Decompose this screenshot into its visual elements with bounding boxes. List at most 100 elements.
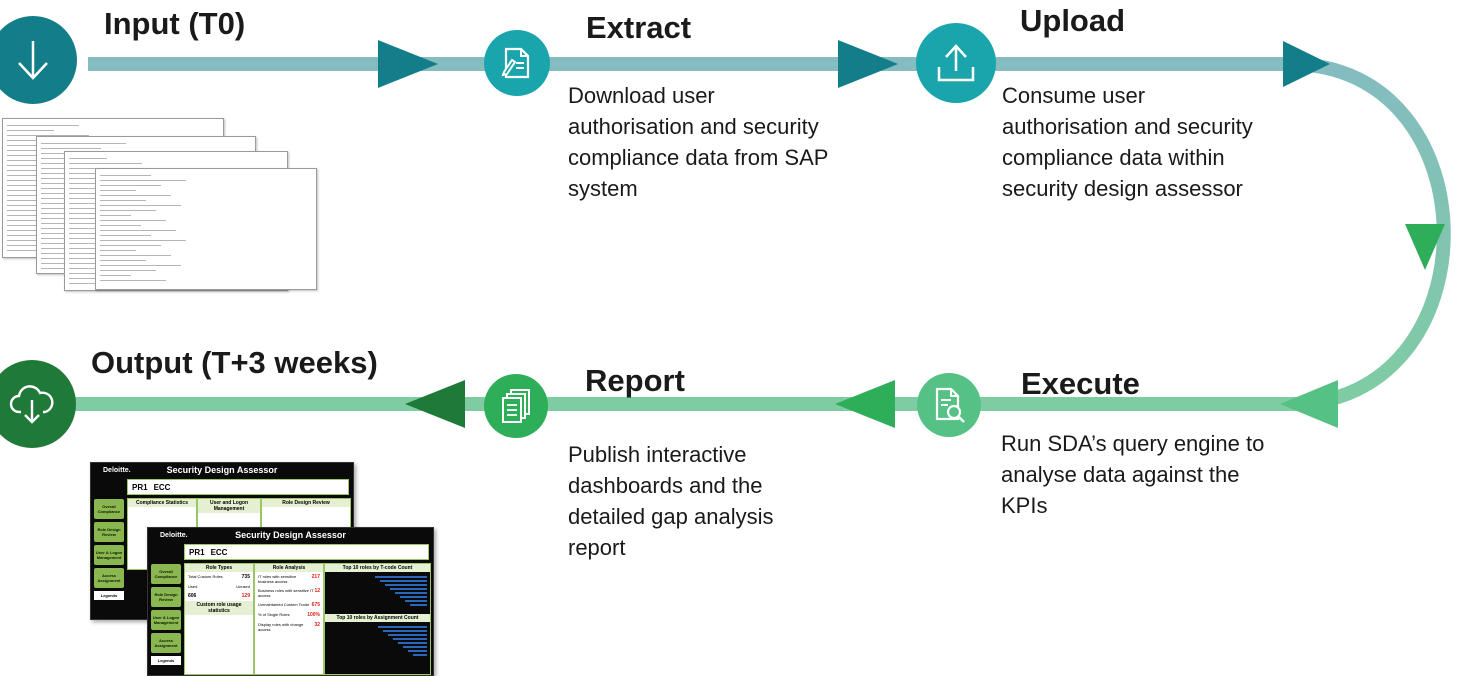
printout-text-line (7, 205, 39, 206)
flow-arrowhead-1 (378, 40, 438, 88)
printout-text-line (100, 225, 141, 226)
report-node (484, 374, 548, 438)
printout-text-line (41, 213, 76, 214)
printout-text-line (100, 250, 136, 251)
flow-arrowhead-3 (1283, 41, 1330, 87)
panel-title: Role Design Review (262, 499, 350, 507)
printout-text-line (41, 143, 126, 144)
cloud-download-icon (9, 385, 54, 424)
printout-text-line (7, 215, 49, 216)
nav-item[interactable]: Overall Compliance (151, 564, 181, 584)
nav-item[interactable]: User & Logon Management (94, 545, 124, 565)
printout-text-line (41, 223, 86, 224)
dashboard-bar (403, 646, 427, 648)
used-label: Used (188, 584, 198, 589)
printout-text-line (100, 205, 181, 206)
printout-text-line (69, 278, 107, 279)
printout-text-line (100, 215, 131, 216)
brand-logo: Deloitte. (160, 531, 188, 539)
system-info-bar: PR1 ECC (127, 479, 349, 495)
system-id: PR1 (132, 482, 148, 492)
printout-text-line (69, 243, 102, 244)
printout-text-line (7, 180, 44, 181)
role-types-panel: Role Types Total Custom Roles 735 Used U… (184, 563, 254, 675)
panel-title: User and Logon Management (198, 499, 260, 513)
dashboard-header: Deloitte. Security Design Assessor (91, 463, 353, 477)
role-analysis-row: IT roles with sensitive business access 2… (255, 572, 323, 586)
dashboard-bar (380, 580, 427, 582)
extract-node (484, 30, 550, 96)
nav-item[interactable]: Overall Compliance (94, 499, 124, 519)
flow-arrowhead-6 (835, 380, 895, 428)
legend-label: Legends (94, 591, 124, 600)
document-search-icon (935, 387, 965, 423)
top-roles-panel: Top 10 roles by T-code Count Top 10 role… (324, 563, 431, 675)
used-unused-values-row: 606 129 (185, 591, 253, 601)
row-value: 100% (307, 612, 320, 618)
dashboard-bar (408, 650, 427, 652)
printout-text-line (7, 200, 64, 201)
report-title: Report (585, 363, 685, 398)
dashboard-nav: Overall Compliance Role Design Review Us… (151, 564, 181, 665)
report-description: Publish interactive dashboards and the d… (568, 442, 774, 560)
printout-text-line (41, 248, 81, 249)
system-type: ECC (210, 547, 228, 557)
printout-text-line (41, 178, 71, 179)
dashboard-bar (393, 638, 427, 640)
printout-text-line (7, 145, 39, 146)
row-value: 217 (311, 574, 320, 580)
printout-text-line (100, 260, 146, 261)
printout-text-line (7, 155, 49, 156)
flow-arrowhead-5 (1280, 380, 1338, 428)
nav-item[interactable]: Access Assignment (94, 568, 124, 588)
printout-text-line (100, 280, 166, 281)
printout-text-line (100, 245, 161, 246)
row-label: IT roles with sensitive business access (258, 574, 297, 584)
panel-title: Compliance Statistics (128, 499, 196, 507)
printout-text-line (100, 220, 166, 221)
nav-item[interactable]: User & Logon Management (151, 610, 181, 630)
printout-text-line (69, 168, 117, 169)
system-id: PR1 (189, 547, 205, 557)
dashboard-bar (398, 642, 427, 644)
printout-text-line (7, 165, 59, 166)
nav-item[interactable]: Role Design Review (151, 587, 181, 607)
nav-item[interactable]: Role Design Review (94, 522, 124, 542)
execute-node (917, 373, 981, 437)
row-label: Display roles with change access (258, 622, 304, 632)
dashboard-bar (385, 584, 427, 586)
printout-text-line (41, 163, 86, 164)
nav-item[interactable]: Access Assignment (151, 633, 181, 653)
execute-description: Run SDA’s query engine to analyse data a… (1001, 431, 1265, 518)
row-value: 12 (314, 588, 320, 594)
panel-title: Role Types (185, 564, 253, 572)
printout-text-line (100, 255, 171, 256)
top-assignment-title: Top 10 roles by Assignment Count (325, 614, 430, 622)
used-unused-row: Used Unused (185, 582, 253, 591)
output-node (0, 360, 76, 448)
printout-text-line (69, 158, 107, 159)
execute-title: Execute (1021, 366, 1140, 401)
printout-text-line (7, 140, 64, 141)
printout-text-line (100, 185, 161, 186)
dashboard-bar (405, 600, 427, 602)
dashboard-bar (388, 634, 427, 636)
printout-text-line (100, 195, 171, 196)
printout-text-line (7, 250, 54, 251)
extract-title: Extract (586, 10, 692, 45)
printout-text-line (7, 225, 59, 226)
printout-text-line (100, 200, 146, 201)
dashboard-title: Security Design Assessor (166, 465, 278, 475)
role-analysis-panel: Role Analysis IT roles with sensitive bu… (254, 563, 324, 675)
output-title: Output (T+3 weeks) (91, 345, 378, 380)
dashboard-title: Security Design Assessor (235, 530, 346, 540)
document-stack-icon (502, 389, 530, 423)
brand-logo: Deloitte. (103, 466, 131, 474)
total-custom-roles-row: Total Custom Roles 735 (185, 572, 253, 582)
dashboard-bar (413, 654, 427, 656)
input-node (0, 16, 77, 104)
flow-arrowhead-2 (838, 40, 898, 88)
unused-label: Unused (236, 584, 250, 589)
